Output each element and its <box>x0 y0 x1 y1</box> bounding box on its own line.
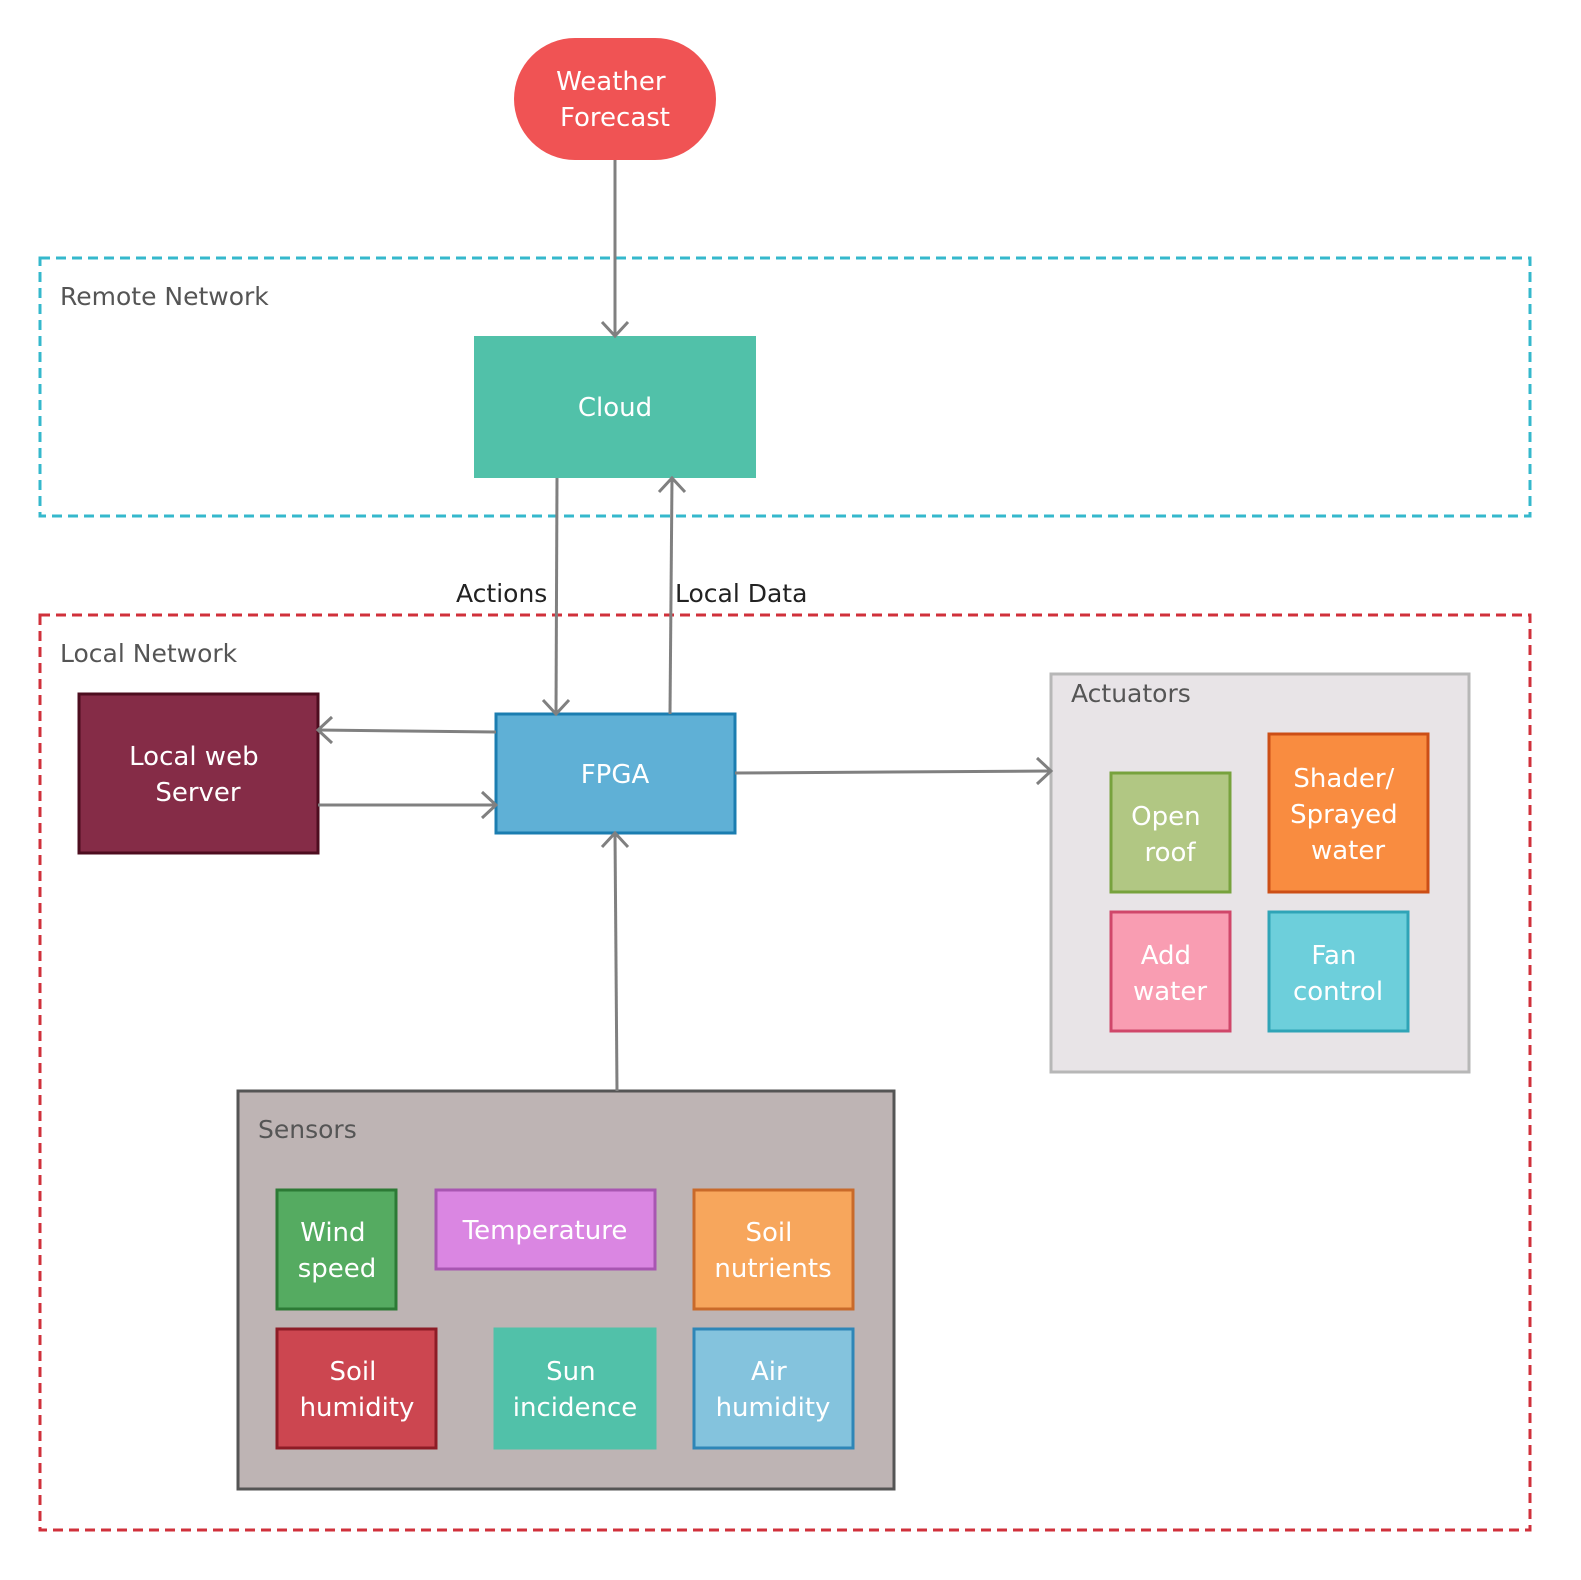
weather-forecast-label: Weather Forecast <box>556 67 674 133</box>
cloud-label: Cloud <box>578 393 652 423</box>
add-water-label: Add water <box>1133 941 1207 1007</box>
local-web-server-label: Local web Server <box>129 742 267 808</box>
soil-humidity-label: Soil humidity <box>300 1357 415 1423</box>
actions-edge-label: Actions <box>456 579 547 608</box>
air-humidity-label: Air humidity <box>716 1357 831 1423</box>
sensor-air-humidity: Air humidity <box>692 1327 855 1450</box>
edge-weather-to-cloud <box>600 160 630 339</box>
fpga-label: FPGA <box>581 760 650 790</box>
sensor-sun-incidence: Sun incidence <box>493 1327 657 1450</box>
edge-fpga-to-cloud-local-data <box>657 475 687 715</box>
edge-fpga-to-actuators <box>734 756 1054 786</box>
actuator-shader-sprayed-water: Shader/ Sprayed water <box>1267 732 1430 894</box>
wind-speed-label: Wind speed <box>298 1218 377 1284</box>
actuator-add-water: Add water <box>1109 910 1232 1033</box>
local-network-label: Local Network <box>60 639 238 668</box>
shader-label: Shader/ Sprayed water <box>1290 764 1406 866</box>
sensor-soil-nutrients: Soil nutrients <box>692 1188 855 1311</box>
remote-network-group <box>38 256 1532 518</box>
sun-incidence-label: Sun incidence <box>513 1357 638 1423</box>
edge-sensors-to-fpga <box>600 830 630 1092</box>
sensor-temperature: Temperature <box>434 1188 657 1271</box>
temperature-label: Temperature <box>462 1216 628 1246</box>
local-data-edge-label: Local Data <box>675 579 807 608</box>
local-web-server-node <box>77 692 320 855</box>
weather-forecast-node <box>514 38 716 160</box>
soil-nutrients-label: Soil nutrients <box>714 1218 831 1284</box>
fan-control-label: Fan control <box>1293 941 1383 1007</box>
edge-fpga-to-local-web-server <box>315 715 497 745</box>
edge-local-web-server-to-fpga <box>318 790 499 820</box>
sensors-label: Sensors <box>258 1115 357 1144</box>
sensor-soil-humidity: Soil humidity <box>275 1327 438 1450</box>
local-network-group <box>38 613 1532 1532</box>
open-roof-label: Open roof <box>1131 802 1209 868</box>
cloud-node <box>474 336 756 478</box>
actuator-open-roof: Open roof <box>1109 771 1232 894</box>
actuators-label: Actuators <box>1071 679 1191 708</box>
fpga-node <box>494 712 737 835</box>
remote-network-label: Remote Network <box>60 282 269 311</box>
edge-cloud-to-fpga-actions <box>541 477 571 717</box>
sensor-wind-speed: Wind speed <box>275 1188 398 1311</box>
actuator-fan-control: Fan control <box>1267 910 1410 1033</box>
